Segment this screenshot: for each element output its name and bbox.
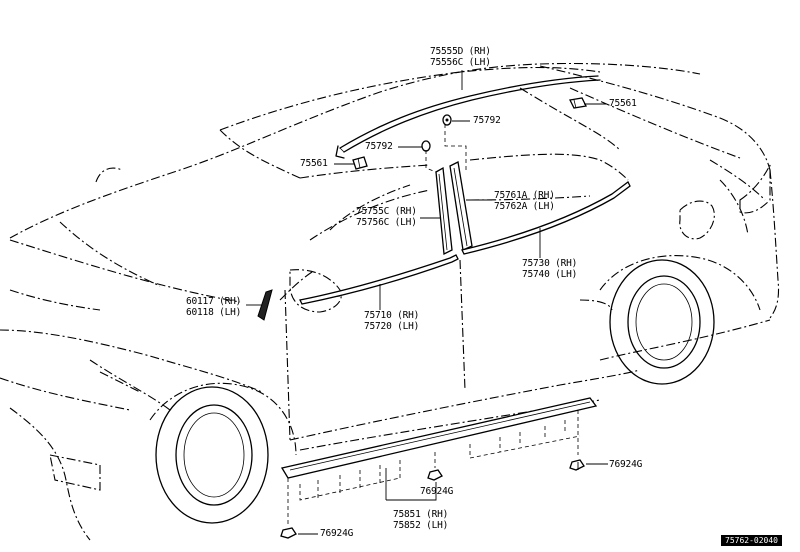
figure-reference: 75762-02040 — [721, 535, 782, 546]
label-belt-rear-rh: 75730 (RH) — [522, 258, 578, 269]
nut-center — [427, 469, 443, 481]
label-mirror-garnish-lh: 60118 (LH) — [186, 307, 242, 318]
front-wheel — [155, 386, 269, 524]
label-clip-roof-rear: 75561 — [609, 98, 637, 109]
rocker-molding-part — [280, 397, 598, 525]
label-roof-molding: 75555D (RH) 75556C (LH) — [430, 46, 491, 68]
belt-molding-rear — [461, 181, 631, 255]
label-clip-pillar-a: 75792 — [365, 141, 393, 152]
label-belt-front-lh: 75720 (LH) — [364, 321, 420, 332]
label-belt-rear: 75730 (RH) 75740 (LH) — [522, 258, 577, 280]
roof-clip-front — [352, 156, 368, 170]
label-belt-rear-lh: 75740 (LH) — [522, 269, 578, 280]
rear-wheel — [609, 259, 715, 385]
label-nut-center: 76924G — [420, 486, 454, 497]
belt-molding-front — [299, 254, 459, 305]
label-roof-molding-lh: 75556C (LH) — [430, 57, 491, 68]
label-nut-right: 76924G — [609, 459, 643, 470]
label-belt-front-rh: 75710 (RH) — [364, 310, 420, 321]
label-front-pillar-rh: 75755C (RH) — [356, 206, 417, 217]
label-belt-front: 75710 (RH) 75720 (LH) — [364, 310, 419, 332]
label-rocker-molding-lh: 75852 (LH) — [393, 520, 449, 531]
mirror-garnish — [257, 289, 273, 321]
rear-pillar-garnish — [449, 161, 473, 251]
label-rear-pillar-rh: 75761A (RH) — [494, 190, 555, 201]
leader-lines — [246, 70, 608, 535]
label-front-pillar: 75755C (RH) 75756C (LH) — [356, 206, 417, 228]
label-mirror-garnish-rh: 60117 (RH) — [186, 296, 242, 307]
label-nut-left: 76924G — [320, 528, 354, 539]
car-body-outline — [0, 62, 780, 541]
label-rocker-molding: 75851 (RH) 75852 (LH) — [393, 509, 448, 531]
roof-molding-part — [335, 75, 601, 159]
label-clip-pillar-b: 75792 — [473, 115, 501, 126]
pillar-clip-a — [421, 140, 431, 152]
pillar-clip-b — [442, 114, 452, 126]
label-clip-roof-front: 75561 — [300, 158, 328, 169]
label-rocker-molding-rh: 75851 (RH) — [393, 509, 449, 520]
label-front-pillar-lh: 75756C (LH) — [356, 217, 417, 228]
label-roof-molding-rh: 75555D (RH) — [430, 46, 491, 57]
nut-right — [569, 459, 585, 471]
front-pillar-garnish — [435, 166, 453, 256]
label-rear-pillar-lh: 75762A (LH) — [494, 201, 555, 212]
nut-left — [280, 527, 297, 539]
label-mirror-garnish: 60117 (RH) 60118 (LH) — [186, 296, 241, 318]
roof-clip-rear — [569, 97, 587, 109]
label-rear-pillar: 75761A (RH) 75762A (LH) — [494, 190, 555, 212]
